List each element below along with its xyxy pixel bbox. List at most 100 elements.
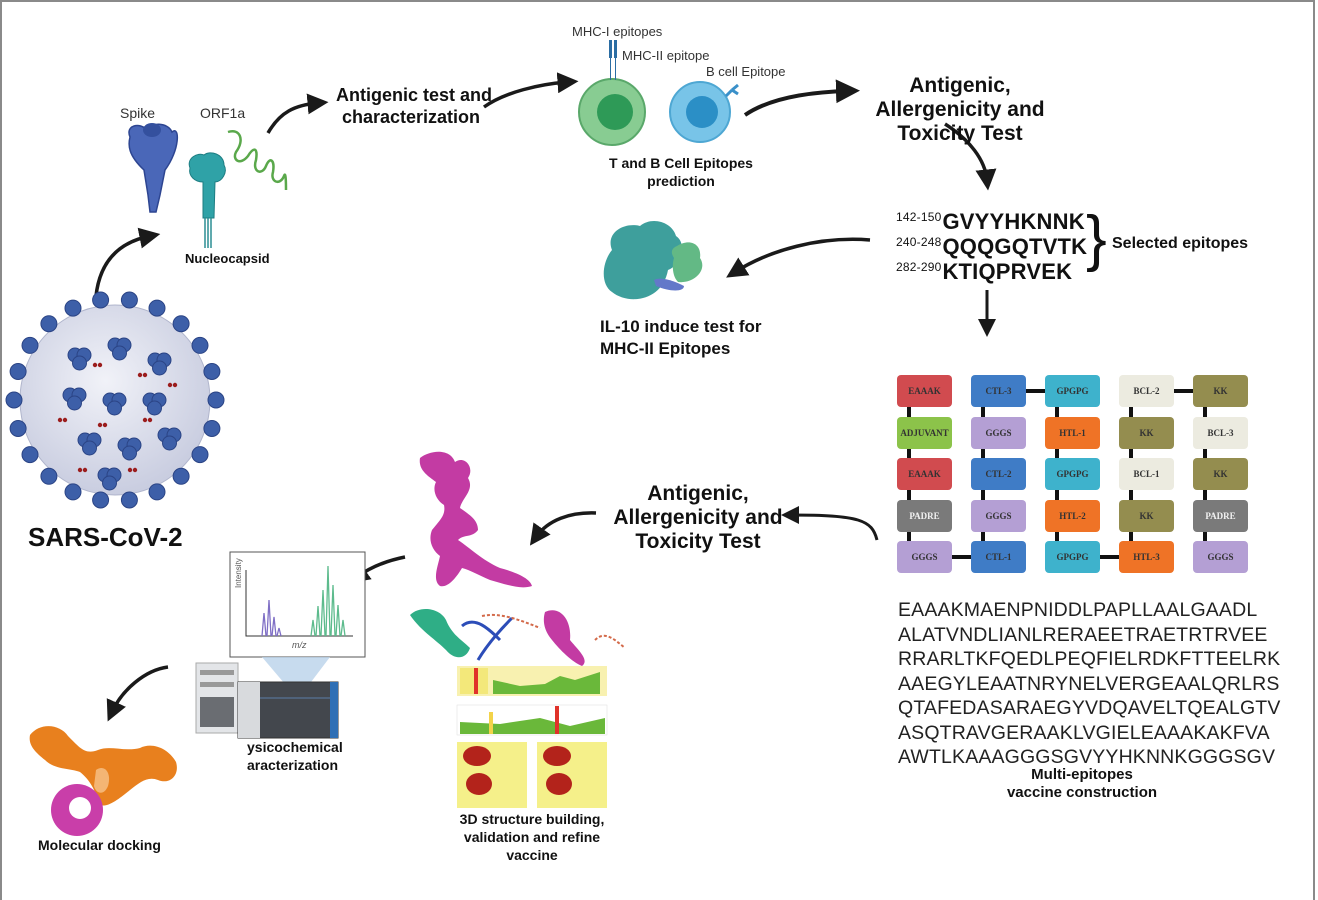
- epitope-sequence: KTIQPRVEK: [942, 259, 1073, 284]
- brace-icon: }: [1086, 204, 1107, 273]
- virus-membrane-protein: [57, 417, 63, 423]
- virus-spike: [148, 483, 166, 501]
- b-cell-icon: [669, 81, 739, 143]
- construct-segment: HTL-2: [1045, 499, 1100, 532]
- virus-membrane-protein: [132, 467, 138, 473]
- virus-spike: [82, 440, 97, 456]
- step-line: Antigenic test and: [336, 85, 493, 105]
- bcell-label: B cell Epitope: [706, 64, 786, 79]
- virus-spike: [120, 491, 138, 509]
- virus-spike: [102, 475, 117, 491]
- virus-spike: [203, 420, 221, 437]
- construct-segment: GPGPG: [1045, 541, 1100, 573]
- virus-membrane-protein: [82, 467, 88, 473]
- construct-linker: [981, 448, 985, 459]
- nucleocapsid-label: Nucleocapsid: [185, 251, 270, 266]
- caption-line: IL-10 induce test for: [600, 317, 762, 336]
- orf1a-label: ORF1a: [200, 105, 246, 121]
- construct-segment: PADRE: [897, 499, 952, 532]
- arrow-test-to-structure: [529, 511, 597, 546]
- virus-spike: [9, 363, 27, 380]
- construct-segment: KK: [1119, 416, 1174, 449]
- virus-spike: [67, 395, 82, 411]
- virus-spike: [191, 446, 209, 464]
- caption-line: prediction: [647, 173, 715, 189]
- virus-membrane-protein: [142, 417, 148, 423]
- construct-segment: GGGS: [971, 416, 1026, 449]
- virus-spike: [72, 355, 87, 371]
- arrow-antigenic-to-cells: [482, 72, 579, 109]
- step-line: Antigenic,: [909, 74, 1011, 97]
- mass-spec-ylabel: Intensity: [234, 558, 243, 588]
- virus-spike: [5, 391, 23, 409]
- spike-label: Spike: [120, 105, 156, 121]
- caption-line: aracterization: [247, 757, 339, 773]
- virus-membrane-protein: [62, 417, 68, 423]
- construct-linker: [952, 555, 971, 559]
- construct-linker: [907, 407, 911, 417]
- virus-spike: [64, 299, 82, 317]
- virus-spike: [152, 360, 167, 376]
- construct-linker: [1203, 448, 1207, 459]
- construct-linker: [1203, 531, 1207, 542]
- construct-linker: [1129, 531, 1133, 542]
- step-line: characterization: [341, 107, 481, 127]
- construct-segment: GGGS: [971, 499, 1026, 532]
- virus-membrane-protein: [97, 362, 103, 368]
- vaccine-caption: Multi-epitopes vaccine construction: [1002, 766, 1162, 802]
- virus-membrane-protein: [142, 372, 148, 378]
- caption-line: Multi-epitopes: [1031, 766, 1133, 783]
- virus-spike: [148, 299, 166, 317]
- sars-cov-2-virus-icon: [5, 291, 225, 509]
- mhc1-label: MHC-I epitopes: [572, 24, 663, 39]
- construct-linker: [1203, 490, 1207, 500]
- virus-membrane-protein: [92, 362, 98, 368]
- virus-spike: [147, 400, 162, 416]
- virus-spike: [172, 315, 190, 333]
- construct-segment: CTL-2: [971, 458, 1026, 490]
- construct-linker: [1055, 490, 1059, 500]
- step-line: Antigenic,: [647, 482, 749, 505]
- virus-spike: [203, 363, 221, 380]
- construct-segment: EAAAK: [897, 375, 952, 407]
- t-cell-icon: [578, 40, 646, 146]
- virus-spike: [40, 467, 58, 485]
- construct-segment: EAAAK: [897, 458, 952, 490]
- arrow-test-to-epitopes: [944, 122, 997, 191]
- virus-membrane-protein: [167, 382, 173, 388]
- virus-membrane-protein: [127, 467, 133, 473]
- virus-membrane-protein: [77, 467, 83, 473]
- construct-segment: BCL-3: [1193, 416, 1248, 449]
- construct-segment: GGGS: [1193, 541, 1248, 573]
- construct-segment: GPGPG: [1045, 375, 1100, 407]
- arrow-epitopes-to-il10: [726, 237, 871, 278]
- virus-label: SARS-CoV-2: [28, 522, 183, 552]
- construct-segment: GPGPG: [1045, 458, 1100, 490]
- arrow-cells-to-test: [743, 79, 860, 117]
- sequence-line: ASQTRAVGERAAKLVGIELEAAAKAKFVA: [898, 721, 1270, 744]
- construct-linker: [907, 448, 911, 459]
- selected-epitopes-label: Selected epitopes: [1112, 235, 1249, 252]
- nucleocapsid-icon: [188, 152, 226, 248]
- virus-membrane-protein: [172, 382, 178, 388]
- construct-segment: KK: [1119, 499, 1174, 532]
- mass-spec-panel: [229, 551, 366, 690]
- arrow-proteins-to-antigenic: [266, 93, 329, 134]
- epitope-range: 282-290: [896, 260, 942, 274]
- construct-linker: [981, 490, 985, 500]
- mass-spec-xlabel: m/z: [292, 640, 307, 650]
- caption-line: MHC-II Epitopes: [600, 339, 731, 358]
- virus-spike: [107, 400, 122, 416]
- construct-linker: [981, 407, 985, 417]
- sequence-line: ALATVNDLIANLRERAEETRAETRTRVEE: [898, 623, 1268, 646]
- arrow-virus-to-proteins: [94, 227, 161, 297]
- construct-segment: ADJUVANT: [897, 416, 952, 449]
- virus-spike: [162, 435, 177, 451]
- construct-linker: [907, 490, 911, 500]
- virus-membrane-protein: [137, 372, 143, 378]
- construct-segment: CTL-1: [971, 541, 1026, 573]
- construct-segment: BCL-1: [1119, 458, 1174, 490]
- caption-line: 3D structure building,: [459, 811, 605, 827]
